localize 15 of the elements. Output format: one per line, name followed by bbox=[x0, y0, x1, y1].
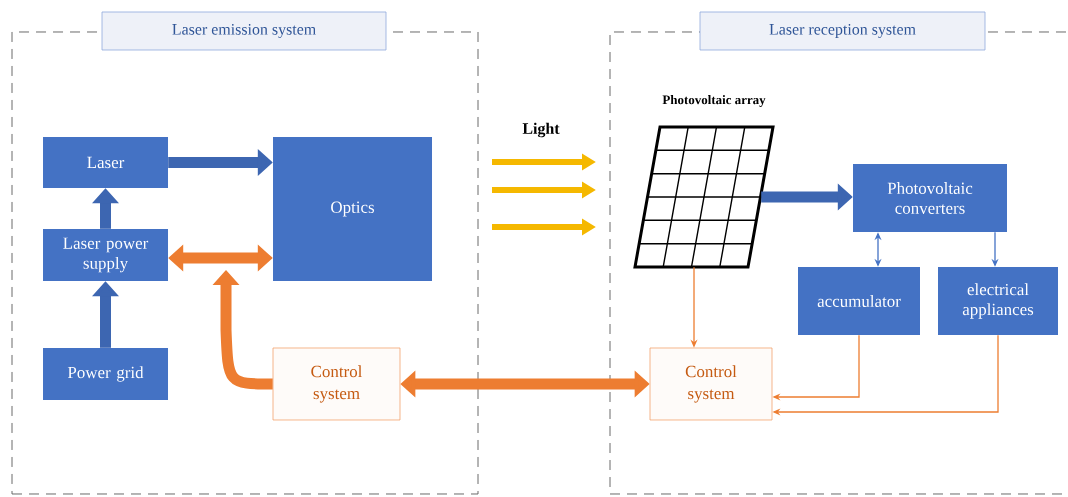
panel-label: Photovoltaic array bbox=[662, 95, 766, 107]
process-box: Photovoltaic converters bbox=[853, 164, 1007, 232]
heading-box: Laser reception system bbox=[699, 11, 986, 51]
process-box: Power grid bbox=[43, 348, 168, 400]
heading-box: Laser emission system bbox=[101, 11, 387, 51]
process-box: Optics bbox=[273, 137, 432, 281]
control-box: Control system bbox=[272, 347, 401, 421]
dashed-group bbox=[11, 11, 479, 495]
light-label: Light bbox=[522, 122, 560, 138]
dashed-group bbox=[609, 11, 1067, 495]
process-box: Laser power supply bbox=[43, 229, 168, 281]
control-box: Control system bbox=[649, 347, 773, 421]
process-box: electrical appliances bbox=[938, 267, 1058, 335]
process-box: Laser bbox=[43, 137, 168, 188]
process-box: accumulator bbox=[798, 267, 920, 335]
